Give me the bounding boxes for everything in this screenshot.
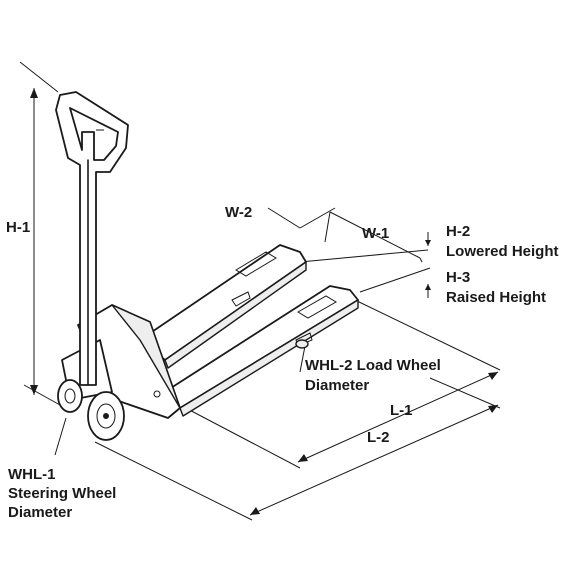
l2-bottom-extension [94, 441, 253, 521]
l1-dimension-line [297, 371, 499, 463]
h1-top-extension [19, 61, 59, 93]
whl1-leader [54, 417, 67, 456]
handle-grip-opening [69, 107, 119, 161]
chassis-bolt [153, 390, 161, 398]
l2-top-extension [429, 377, 501, 409]
h1-bottom-arrow [30, 385, 38, 395]
l1-bottom-extension [179, 404, 301, 469]
steering-wheel-axle [103, 413, 109, 419]
whl1-label-line3: Diameter [8, 504, 72, 521]
handle-frame [55, 91, 129, 386]
handle [55, 91, 129, 386]
h2-description: Lowered Height [446, 243, 559, 260]
l1-top-extension [354, 299, 501, 371]
l1-arrow-left [298, 454, 308, 462]
w2-dimension-line [299, 207, 336, 229]
h2-label: H-2 [446, 223, 470, 240]
whl2-label-line2: Diameter [305, 377, 369, 394]
back-fork-slot [235, 251, 277, 277]
h2-arrow [425, 240, 431, 246]
labels: H-1 W-2 W-1 H-2 Lowered Height H-3 Raise… [6, 204, 559, 521]
steering-wheel-rear [57, 379, 83, 413]
back-fork-side [164, 261, 307, 369]
steering-wheel-front-rim [96, 403, 116, 429]
w2-leader [267, 207, 301, 229]
w1-right-extension [419, 257, 423, 263]
whl2-leader [299, 345, 306, 373]
l2-arrow-right [488, 405, 498, 413]
front-fork-slot [297, 295, 337, 319]
load-wheel [295, 339, 309, 349]
w1-left-extension [324, 211, 331, 243]
l1-arrow-right [488, 372, 498, 380]
chassis-side [111, 304, 181, 409]
l1-label: L-1 [390, 402, 413, 419]
l2-label: L-2 [367, 429, 390, 446]
l2-dimension-line [249, 404, 499, 516]
h1-bottom-extension [23, 384, 61, 406]
whl1-label-line2: Steering Wheel [8, 485, 116, 502]
h3-description: Raised Height [446, 289, 546, 306]
h3-label: H-3 [446, 269, 470, 286]
h3-arrow [425, 284, 431, 290]
forks [139, 244, 359, 417]
whl2-label-line1: WHL-2 Load Wheel [305, 357, 441, 374]
w1-label: W-1 [362, 225, 389, 242]
l2-arrow-left [250, 507, 260, 515]
h3-extension [359, 267, 431, 293]
h1-top-arrow [30, 88, 38, 98]
h1-label: H-1 [6, 219, 30, 236]
front-fork-side [179, 299, 359, 417]
steering-wheel-rear-hub [64, 388, 76, 404]
h2-extension [299, 249, 429, 263]
whl1-label-line1: WHL-1 [8, 466, 56, 483]
back-fork-bracket [231, 291, 251, 307]
wheels [57, 339, 309, 441]
dimension-lines [19, 61, 501, 521]
w1-dimension-line [329, 211, 421, 259]
w2-label: W-2 [225, 204, 252, 221]
